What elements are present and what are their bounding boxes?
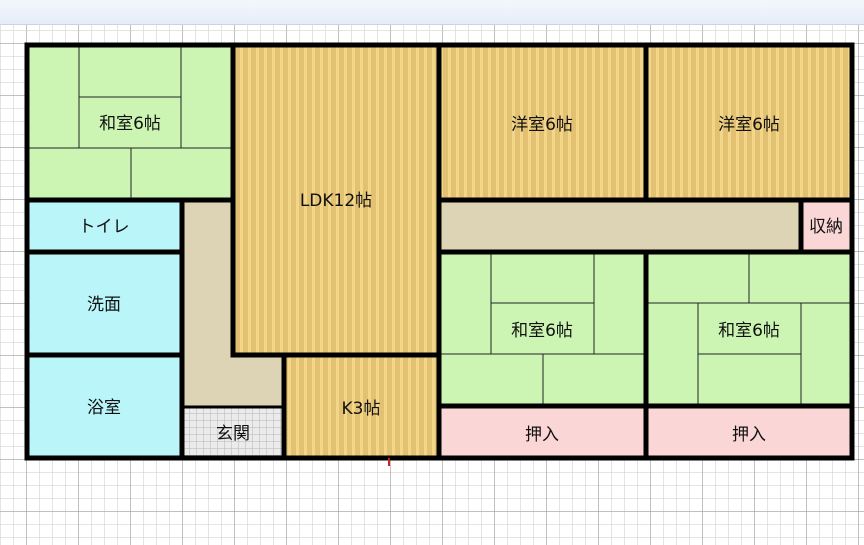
label-genkan: 玄関 <box>216 424 250 444</box>
app-toolbar <box>0 0 864 25</box>
label-yoshitsu-2: 洋室6帖 <box>718 115 780 135</box>
label-kitchen: K3帖 <box>342 399 381 419</box>
label-washitsu-c: 和室6帖 <box>511 321 573 341</box>
label-oshiire-1: 押入 <box>525 425 559 445</box>
label-yoshitsu-1: 洋室6帖 <box>511 115 573 135</box>
corridor-east <box>439 200 801 252</box>
room-kitchen <box>284 355 439 458</box>
room-toilet <box>27 200 182 252</box>
label-washitsu-e: 和室6帖 <box>718 321 780 341</box>
room-oshiire-2 <box>646 406 852 458</box>
label-washitsu-nw: 和室6帖 <box>99 114 161 134</box>
room-ldk <box>233 45 439 353</box>
room-oshiire-1 <box>439 406 646 458</box>
tatami-lines <box>27 45 852 406</box>
room-washitsu-nw <box>27 45 233 200</box>
room-shuno <box>801 200 852 252</box>
room-yokushitsu <box>27 355 182 458</box>
label-oshiire-2: 押入 <box>732 425 766 445</box>
label-ldk: LDK12帖 <box>300 191 372 211</box>
label-yokushitsu: 浴室 <box>87 398 121 418</box>
label-senmen: 洗面 <box>87 295 121 315</box>
label-toilet: トイレ <box>79 217 130 237</box>
label-shuno: 収納 <box>809 217 843 237</box>
room-yoshitsu-1 <box>439 45 646 200</box>
walls <box>24 42 855 461</box>
room-yoshitsu-2 <box>646 45 852 200</box>
room-senmen <box>27 252 182 355</box>
room-genkan <box>182 407 284 458</box>
